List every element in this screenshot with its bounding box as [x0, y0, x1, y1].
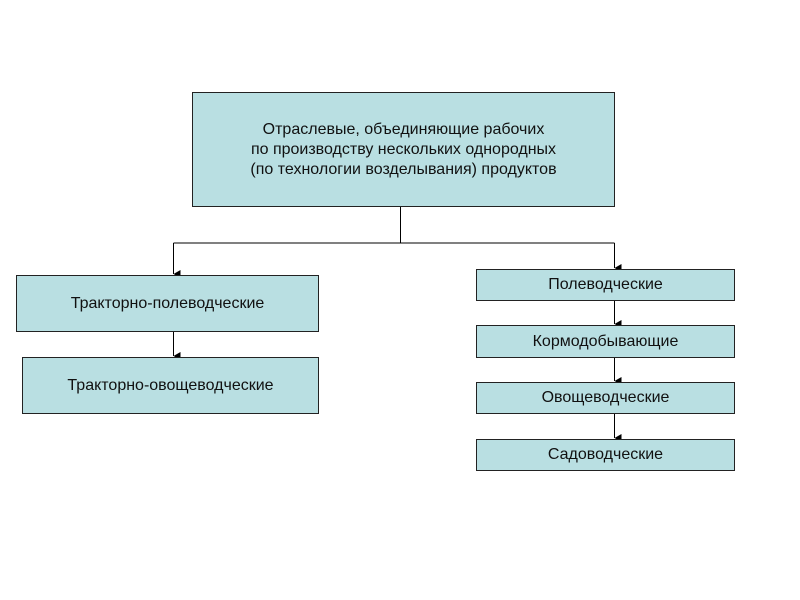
left-box-tractor-field: Тракторно-полеводческие — [16, 275, 319, 332]
right-box-garden: Садоводческие — [476, 439, 735, 471]
root-box: Отраслевые, объединяющие рабочих по прои… — [192, 92, 615, 207]
root-line: по производству нескольких однородных — [250, 140, 557, 158]
left-box-tractor-vegetable: Тракторно-овощеводческие — [22, 357, 319, 414]
right-box-field: Полеводческие — [476, 269, 735, 301]
root-line: (по технологии возделывания) продуктов — [250, 160, 557, 178]
right-box-forage: Кормодобывающие — [476, 325, 735, 358]
right-box-vegetable: Овощеводческие — [476, 382, 735, 414]
root-line: Отраслевые, объединяющие рабочих — [262, 120, 545, 138]
